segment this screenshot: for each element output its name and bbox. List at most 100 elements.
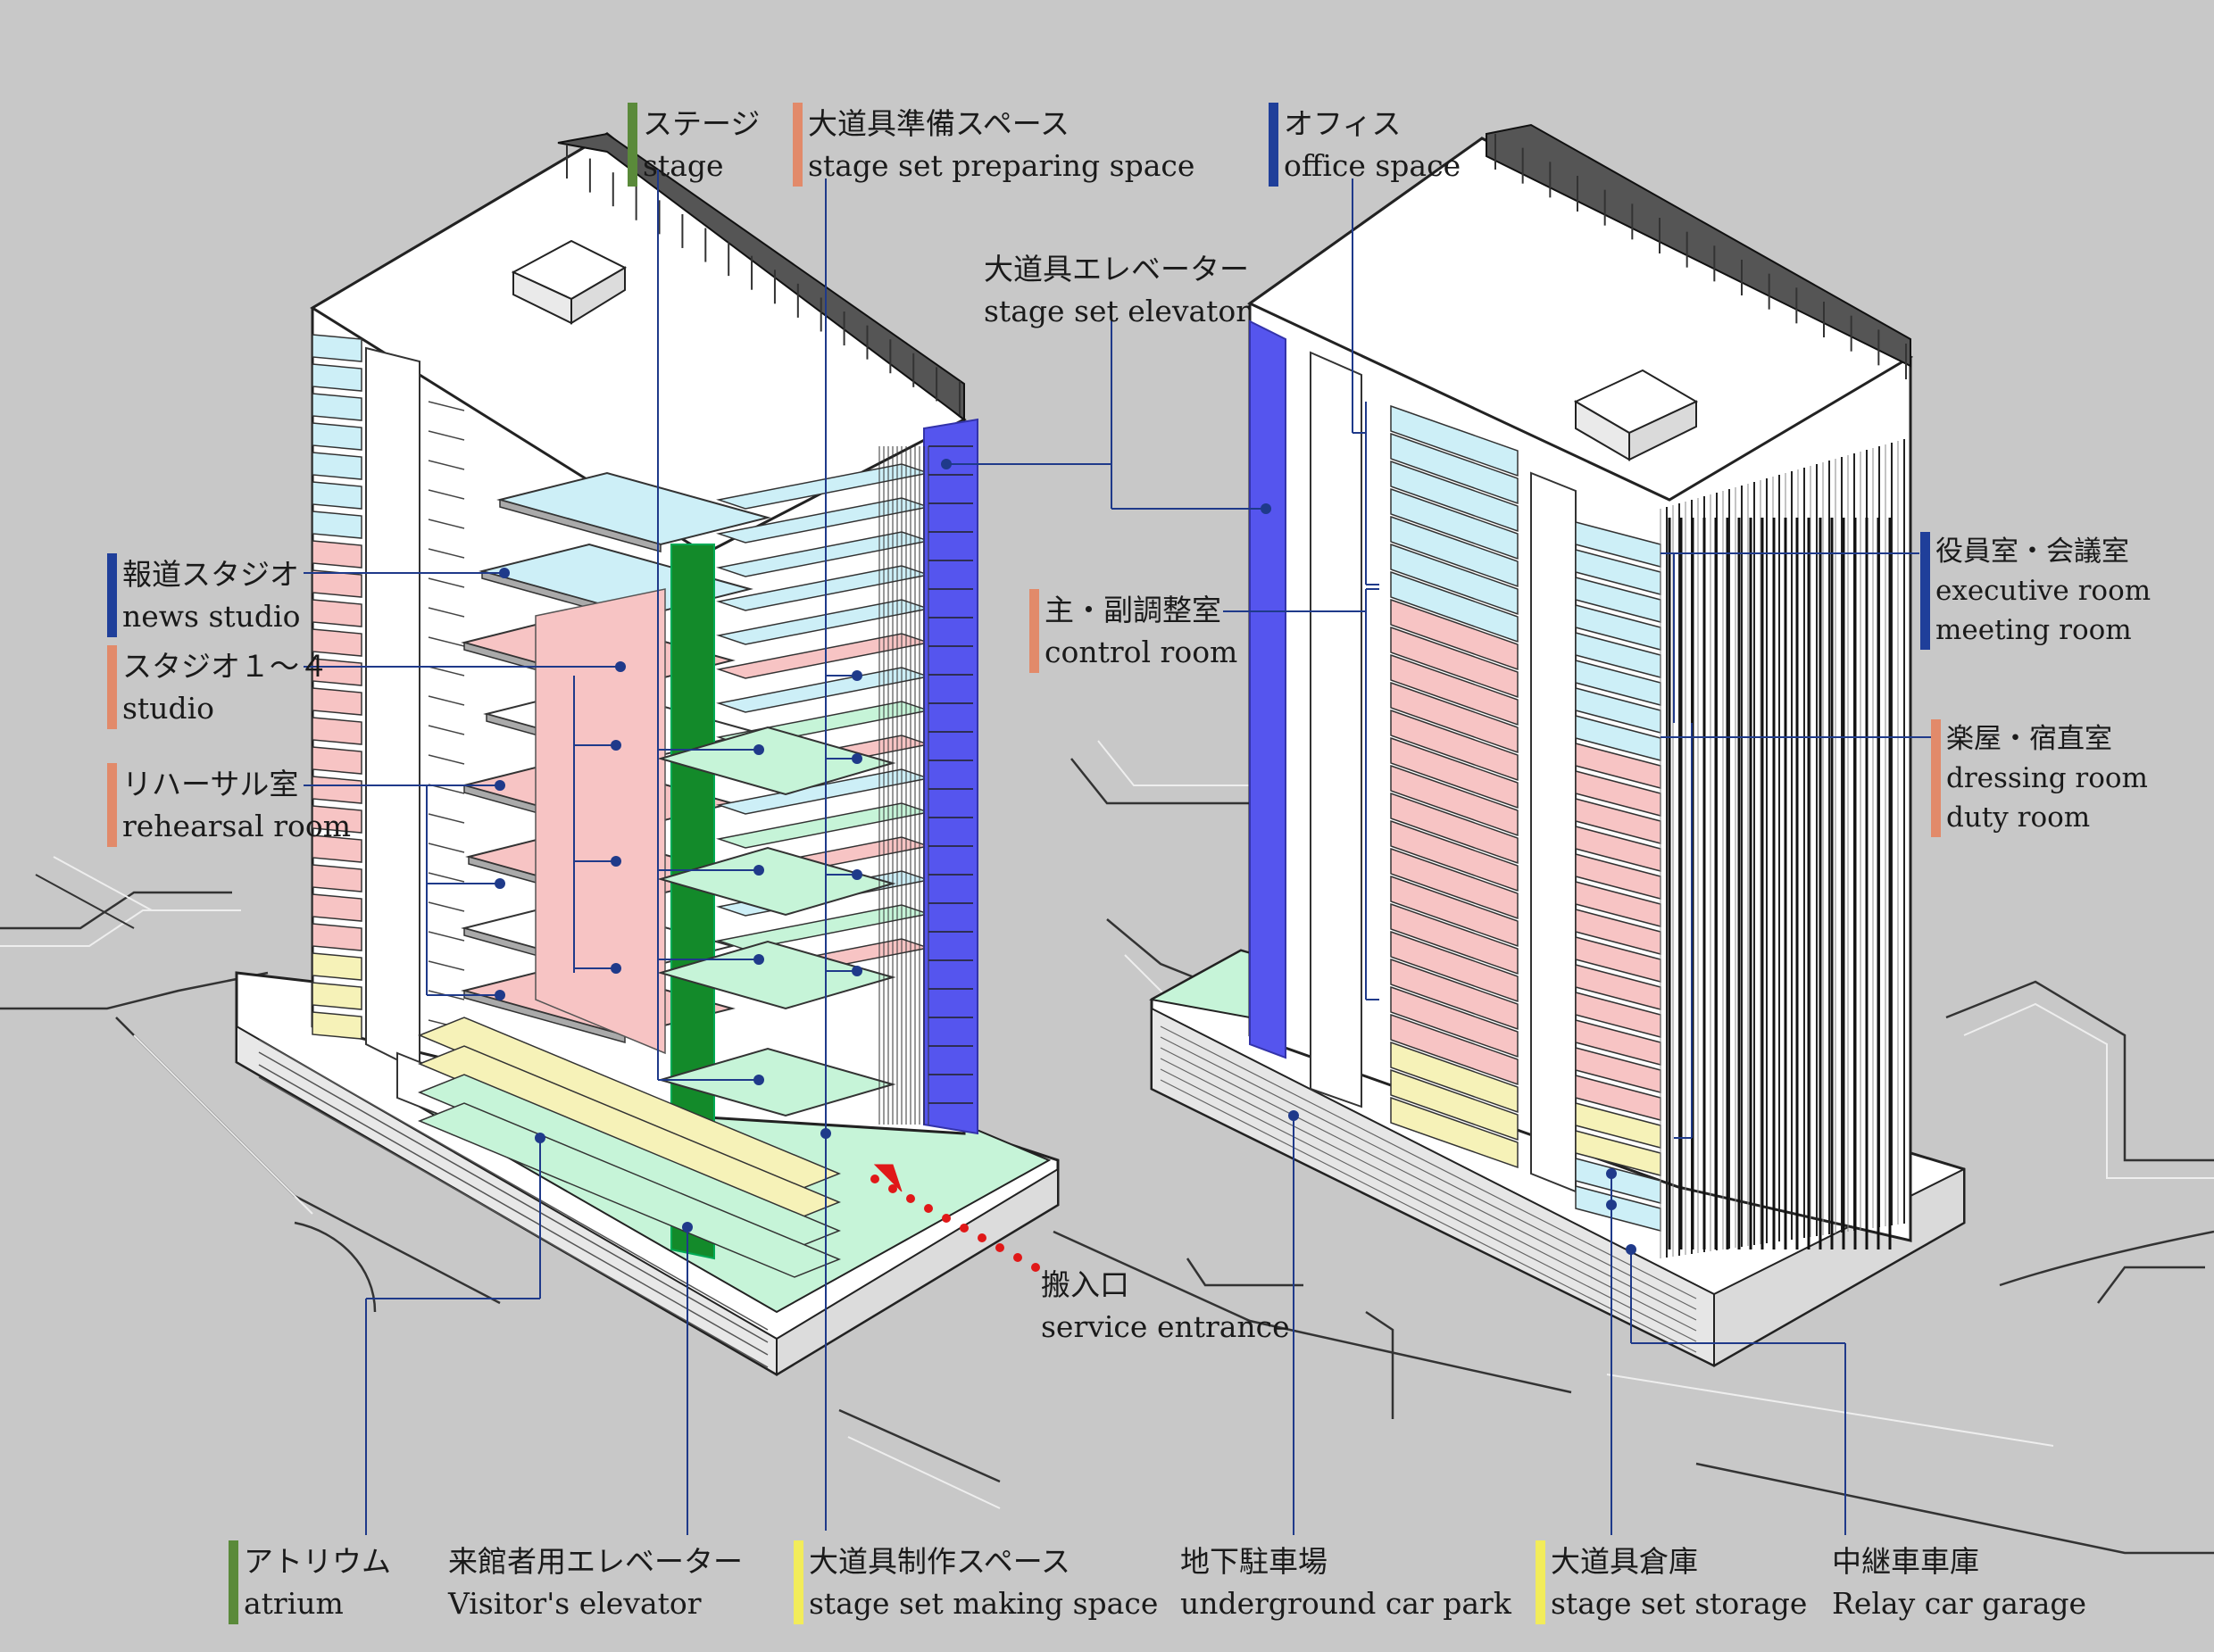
road-line — [1999, 1230, 2214, 1287]
label-atrium-ja: アトリウム — [244, 1544, 391, 1579]
label-executive-ja: 役員室・会議室 — [1935, 535, 2129, 568]
label-stage-set-preparing-en: stage set preparing space — [808, 148, 1195, 183]
label-stage-set-making-color-bar — [794, 1540, 803, 1624]
left-face-floor — [312, 982, 362, 1010]
leader-dot — [1261, 503, 1271, 514]
label-dressing-ja: 楽屋・宿直室 — [1946, 723, 2112, 755]
floor-edge — [428, 401, 465, 411]
office-floor — [1390, 1013, 1519, 1086]
left-face-floor — [312, 834, 362, 863]
left-face-floor — [312, 1011, 362, 1040]
office-floor — [1390, 819, 1519, 892]
road-line — [53, 856, 153, 911]
right-core — [1310, 351, 1362, 1108]
office-floor — [1390, 930, 1519, 1003]
label-rehearsal-ja: リハーサル室 — [122, 767, 299, 801]
floor-edge — [428, 636, 465, 647]
right-podium-stripe — [1160, 1025, 1697, 1299]
left-face-floor — [312, 599, 362, 627]
leader-dot — [1288, 1110, 1299, 1121]
label-stage-set-making-ja: 大道具制作スペース — [809, 1544, 1071, 1579]
service-arrow-dot — [906, 1194, 915, 1203]
office-floor — [1390, 1068, 1519, 1141]
leader-dot — [852, 670, 862, 681]
label-control-en: control room — [1045, 635, 1238, 669]
office-floor — [1390, 1041, 1519, 1114]
office-floor — [1390, 626, 1519, 699]
label-dressing-color-bar — [1931, 719, 1941, 837]
podium-stripe — [258, 1076, 769, 1368]
office-floor — [1390, 460, 1519, 533]
right-podium-stripe — [1160, 1058, 1697, 1332]
label-control-ja: 主・副調整室 — [1045, 593, 1221, 627]
floor-edge — [428, 813, 465, 824]
label-stage-set-making-en: stage set making space — [809, 1586, 1159, 1621]
floor-edge — [428, 931, 465, 942]
floor-edge — [428, 548, 465, 559]
label-office: オフィス office space — [1269, 103, 1461, 187]
floor-edge — [428, 607, 465, 618]
right-podium-stripe — [1160, 1047, 1697, 1321]
left-face-floor — [312, 363, 362, 392]
label-office-ja: オフィス — [1284, 106, 1402, 141]
floor-edge — [428, 577, 465, 588]
office-floor — [1390, 598, 1519, 671]
podium-stripe — [258, 1064, 769, 1356]
road-line — [1186, 1258, 1303, 1287]
floor-edge — [428, 843, 465, 853]
label-rehearsal-color-bar — [107, 763, 117, 847]
service-arrow-dot — [942, 1214, 951, 1223]
service-arrow-dot — [870, 1175, 879, 1183]
road-line — [1945, 980, 2214, 1162]
label-control: 主・副調整室 control room — [1029, 589, 1237, 673]
label-rehearsal-en: rehearsal room — [122, 809, 351, 843]
leader-dot — [1626, 1244, 1636, 1255]
road-line — [847, 1436, 1001, 1509]
left-face-floor — [312, 511, 362, 539]
floor-edge — [428, 695, 465, 706]
office-floor — [1390, 709, 1519, 782]
leader-dot — [535, 1133, 545, 1143]
label-stage-en: stage — [643, 148, 724, 183]
label-office-en: office space — [1284, 148, 1461, 183]
label-executive-en2: meeting room — [1935, 614, 2132, 646]
road-line — [0, 909, 241, 947]
office-floor — [1390, 515, 1519, 588]
label-dressing-en: dressing room — [1946, 762, 2148, 794]
leader-dot — [611, 856, 621, 867]
label-studio-ja: スタジオ１～４ — [122, 649, 329, 684]
service-arrow-dot — [1013, 1253, 1022, 1262]
office-floor — [1390, 958, 1519, 1031]
right-core-2 — [1530, 471, 1577, 1193]
low-floor — [418, 1102, 841, 1278]
leader-dot — [753, 865, 764, 876]
left-face-floor — [312, 687, 362, 716]
road-line — [35, 874, 135, 929]
label-news-studio-en: news studio — [122, 599, 301, 634]
label-relay-garage-en: Relay car garage — [1832, 1586, 2087, 1621]
left-roof-frame — [557, 132, 965, 421]
office-floor — [1390, 404, 1519, 477]
road-line — [1606, 1374, 2054, 1447]
floor-edge — [428, 519, 465, 529]
leader-dot — [852, 753, 862, 764]
right-roof-frame — [1486, 123, 1911, 368]
floor-edge — [428, 666, 465, 677]
label-car-park-en: underground car park — [1180, 1586, 1511, 1621]
service-arrow-dot — [924, 1204, 933, 1213]
leader-dot — [753, 1075, 764, 1085]
left-face-floor — [312, 334, 362, 362]
label-control-color-bar — [1029, 589, 1039, 673]
leader-dot — [1606, 1168, 1617, 1179]
